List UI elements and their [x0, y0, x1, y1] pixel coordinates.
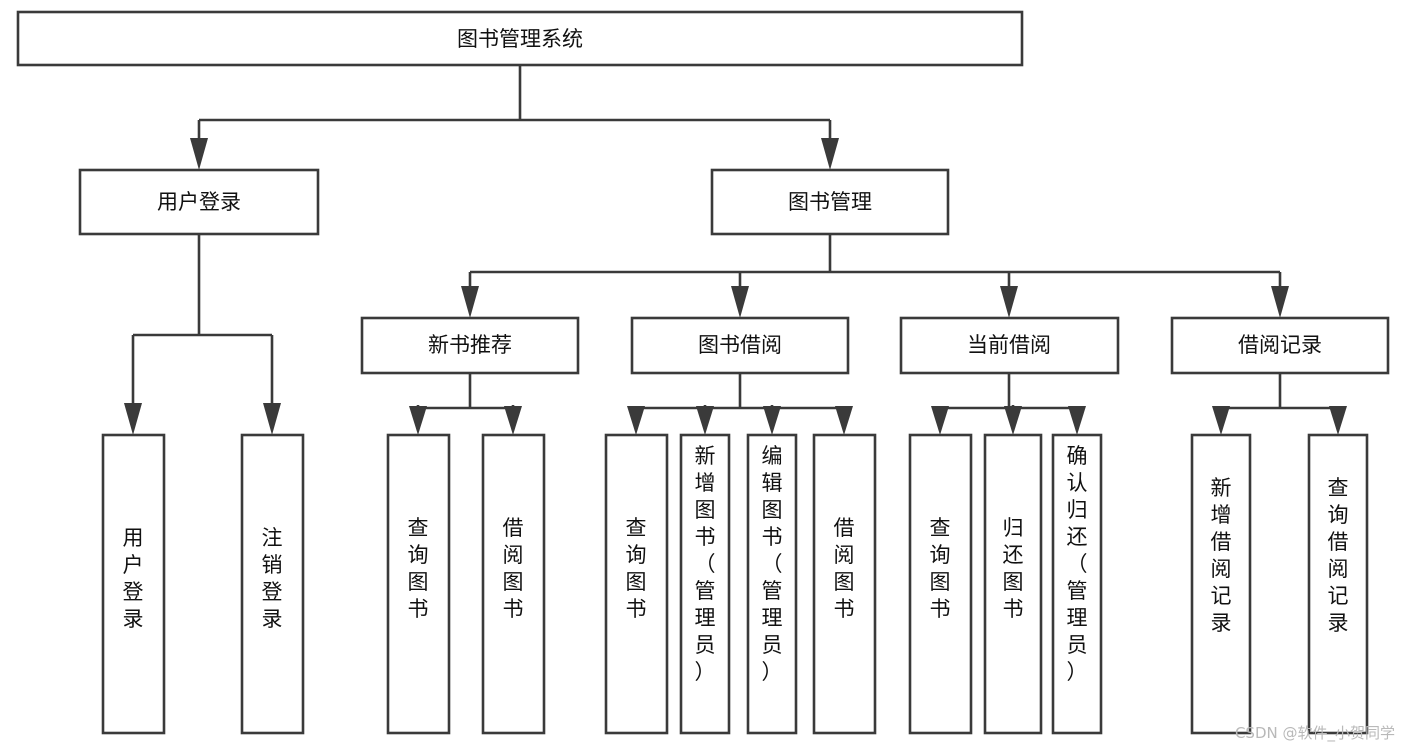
leaf-node-logout[interactable]: 注销登录: [240, 433, 305, 735]
node-borrow-records-box[interactable]: [1170, 316, 1390, 375]
node-book-management-label: 图书管理: [788, 190, 872, 214]
leaf-user-login-box[interactable]: [101, 433, 166, 735]
leaf-confirm-return-label: 确认归还（管理员）: [1067, 444, 1088, 684]
node-book-borrow[interactable]: 图书借阅: [630, 316, 850, 375]
node-book-borrow-label: 图书借阅: [698, 333, 782, 357]
node-root-label: 图书管理系统: [457, 27, 583, 51]
leaf-user-login-label: 用户登录: [123, 526, 144, 631]
leaf-logout-label: 注销登录: [262, 526, 283, 631]
arrow-current-borrow: [1000, 286, 1018, 318]
leaf-node-query-book-a[interactable]: 查询图书: [386, 433, 451, 735]
arrow-leaf-query-book-c: [931, 406, 949, 435]
csdn-watermark: CSDN @软件_小贺同学: [1234, 724, 1395, 742]
leaf-logout-box[interactable]: [240, 433, 305, 735]
arrow-leaf-query-book-a: [409, 406, 427, 435]
leaf-query-book-a-label: 查询图书: [408, 516, 429, 621]
leaf-edit-book-box[interactable]: [746, 433, 798, 735]
leaf-node-return-book[interactable]: 归还图书: [983, 433, 1043, 735]
node-book-management[interactable]: 图书管理: [710, 168, 950, 236]
leaf-node-borrow-book-b[interactable]: 借阅图书: [812, 433, 877, 735]
leaf-borrow-book-a-box[interactable]: [481, 433, 546, 735]
node-current-borrow-label: 当前借阅: [967, 333, 1051, 357]
leaf-query-book-b-label: 查询图书: [626, 516, 647, 621]
arrow-leaf-confirm-return: [1068, 406, 1086, 435]
leaf-query-book-c-label: 查询图书: [930, 516, 951, 621]
leaf-node-query-book-c[interactable]: 查询图书: [908, 433, 973, 735]
node-root[interactable]: 图书管理系统: [16, 10, 1024, 67]
arrow-leaf-edit-book: [763, 406, 781, 435]
leaf-node-confirm-return[interactable]: 确认归还（管理员）: [1051, 433, 1103, 735]
arrow-leaf-query-book-b: [627, 406, 645, 435]
node-new-book-recommend-label: 新书推荐: [428, 333, 512, 357]
arrow-leaf-add-record: [1212, 406, 1230, 435]
arrow-to-user-login: [190, 138, 208, 170]
leaf-query-record-box[interactable]: [1307, 433, 1369, 735]
arrow-to-book-mgmt: [821, 138, 839, 170]
leaf-add-book-box[interactable]: [679, 433, 731, 735]
node-current-borrow-box[interactable]: [899, 316, 1120, 375]
arrow-leaf-query-record: [1329, 406, 1347, 435]
arrow-borrow-records: [1271, 286, 1289, 318]
arrow-new-books: [461, 286, 479, 318]
leaf-borrow-book-b-label: 借阅图书: [834, 516, 855, 621]
arrow-borrow-books: [731, 286, 749, 318]
node-new-book-recommend-box[interactable]: [360, 316, 580, 375]
leaf-query-record-label: 查询借阅记录: [1328, 476, 1349, 635]
leaf-confirm-return-box[interactable]: [1051, 433, 1103, 735]
leaf-add-record-label: 新增借阅记录: [1211, 476, 1232, 635]
node-layer: 图书管理系统 用户登录 图书管理 新书推荐 图书借阅 当前: [16, 10, 1390, 735]
leaf-node-query-book-b[interactable]: 查询图书: [604, 433, 669, 735]
leaf-edit-book-label: 编辑图书（管理员）: [762, 444, 783, 684]
node-user-login-label: 用户登录: [157, 190, 241, 214]
node-book-management-box[interactable]: [710, 168, 950, 236]
leaf-query-book-a-box[interactable]: [386, 433, 451, 735]
leaf-node-query-record[interactable]: 查询借阅记录: [1307, 433, 1369, 735]
arrow-leaf-user-login: [124, 403, 142, 435]
node-root-box[interactable]: [16, 10, 1024, 67]
leaf-add-record-box[interactable]: [1190, 433, 1252, 735]
leaf-return-book-label: 归还图书: [1003, 516, 1024, 621]
leaf-return-book-box[interactable]: [983, 433, 1043, 735]
leaf-query-book-c-box[interactable]: [908, 433, 973, 735]
leaf-query-book-b-box[interactable]: [604, 433, 669, 735]
leaf-node-add-book[interactable]: 新增图书（管理员）: [679, 433, 731, 735]
leaf-borrow-book-b-box[interactable]: [812, 433, 877, 735]
leaf-node-edit-book[interactable]: 编辑图书（管理员）: [746, 433, 798, 735]
node-borrow-records-label: 借阅记录: [1238, 333, 1322, 357]
leaf-add-book-label: 新增图书（管理员）: [695, 444, 716, 684]
leaf-node-add-record[interactable]: 新增借阅记录: [1190, 433, 1252, 735]
leaf-node-borrow-book-a[interactable]: 借阅图书: [481, 433, 546, 735]
node-borrow-records[interactable]: 借阅记录: [1170, 316, 1390, 375]
node-new-book-recommend[interactable]: 新书推荐: [360, 316, 580, 375]
node-book-borrow-box[interactable]: [630, 316, 850, 375]
arrow-leaf-borrow-book-a: [504, 406, 522, 435]
arrow-leaf-borrow-book-b: [835, 406, 853, 435]
leaf-borrow-book-a-label: 借阅图书: [503, 516, 524, 621]
arrow-leaf-add-book: [696, 406, 714, 435]
node-user-login-box[interactable]: [78, 168, 320, 236]
arrow-leaf-return-book: [1004, 406, 1022, 435]
leaf-node-user-login[interactable]: 用户登录: [101, 433, 166, 735]
node-user-login[interactable]: 用户登录: [78, 168, 320, 236]
node-current-borrow[interactable]: 当前借阅: [899, 316, 1120, 375]
arrow-leaf-logout: [263, 403, 281, 435]
connector-layer: [124, 65, 1347, 435]
